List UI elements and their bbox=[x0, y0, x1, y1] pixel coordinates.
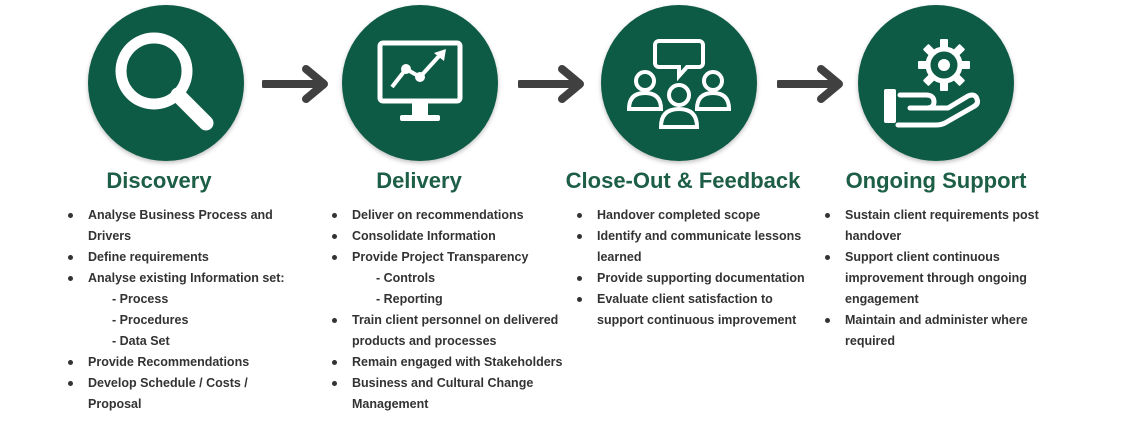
list-item: Sustain client requirements post handove… bbox=[823, 205, 1055, 247]
list-item: Analyse existing Information set: bbox=[66, 268, 316, 289]
people-feedback-icon bbox=[626, 39, 732, 129]
stage-title-closeout: Close-Out & Feedback bbox=[565, 168, 801, 193]
support-circle bbox=[858, 5, 1014, 161]
list-item: Handover completed scope bbox=[575, 205, 815, 226]
list-item: Identify and communicate lessons learned bbox=[575, 226, 807, 268]
list-sub-item: - Controls bbox=[376, 271, 436, 285]
list-item: Evaluate client satisfaction to support … bbox=[575, 289, 807, 331]
list-sub-item: - Process bbox=[112, 292, 169, 306]
delivery-circle bbox=[342, 5, 498, 161]
list-item: Provide supporting documentation bbox=[575, 268, 815, 289]
list-item: Define requirements bbox=[66, 247, 316, 268]
arrow-right-icon bbox=[775, 64, 847, 104]
list-item: Develop Schedule / Costs / Proposal bbox=[66, 373, 258, 415]
list-item: Support client continuous improvement th… bbox=[823, 247, 1045, 310]
stage-title-discovery: Discovery bbox=[106, 168, 212, 193]
delivery-list: Deliver on recommendations Consolidate I… bbox=[330, 205, 568, 415]
stage-title-delivery: Delivery bbox=[376, 168, 462, 193]
arrow-right-icon bbox=[260, 64, 332, 104]
list-item: Remain engaged with Stakeholders bbox=[330, 352, 568, 373]
list-sub-item: - Reporting bbox=[376, 292, 443, 306]
list-item: Business and Cultural Change Management bbox=[330, 373, 542, 415]
list-item: Deliver on recommendations bbox=[330, 205, 568, 226]
arrow-right-icon bbox=[516, 64, 588, 104]
list-sub-item: - Data Set bbox=[112, 334, 170, 348]
discovery-circle bbox=[88, 5, 244, 161]
hand-gear-icon bbox=[884, 39, 980, 128]
support-list: Sustain client requirements post handove… bbox=[823, 205, 1063, 352]
monitor-chart-icon bbox=[377, 40, 463, 121]
list-sub-item: - Procedures bbox=[112, 313, 189, 327]
discovery-list: Analyse Business Process and Drivers Def… bbox=[66, 205, 316, 415]
closeout-list: Handover completed scope Identify and co… bbox=[575, 205, 815, 331]
list-item: Maintain and administer where required bbox=[823, 310, 1045, 352]
list-item: Provide Project Transparency bbox=[330, 247, 568, 268]
list-item: Provide Recommendations bbox=[66, 352, 316, 373]
list-item: Train client personnel on delivered prod… bbox=[330, 310, 568, 352]
closeout-circle bbox=[601, 5, 757, 161]
list-item: Consolidate Information bbox=[330, 226, 568, 247]
list-item: Analyse Business Process and Drivers bbox=[66, 205, 316, 247]
magnifier-icon bbox=[115, 32, 214, 131]
stage-title-support: Ongoing Support bbox=[845, 168, 1027, 193]
